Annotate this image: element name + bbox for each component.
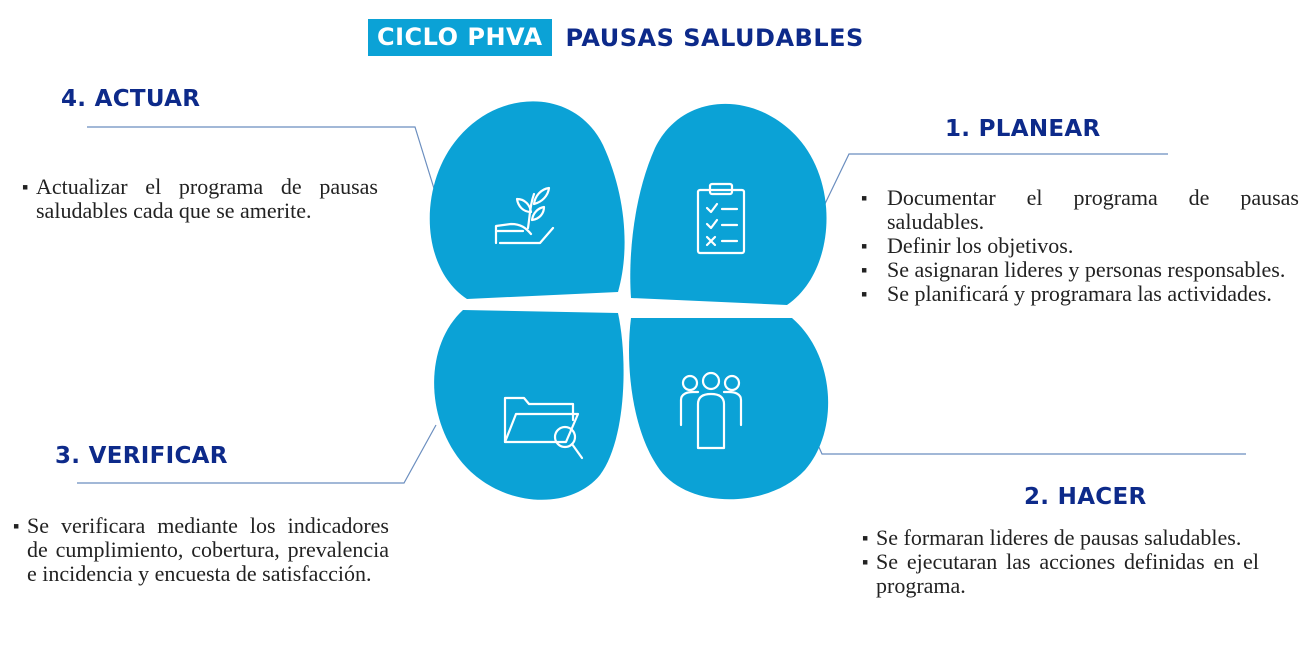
petal-actuar — [429, 101, 625, 300]
heading-hacer: 2. HACER — [1024, 484, 1147, 510]
list-item: Documentar el programa de pausas saludab… — [857, 186, 1299, 234]
list-item: Se planificará y programara las activida… — [857, 282, 1299, 307]
text-actuar: Actualizar el programa de pausas saludab… — [22, 175, 378, 223]
text-planear: Documentar el programa de pausas saludab… — [857, 186, 1299, 307]
connector-planear — [821, 153, 1168, 211]
title-text: PAUSAS SALUDABLES — [565, 23, 864, 52]
petal-hacer — [629, 318, 829, 500]
list-item: Se formaran lideres de pausas saludables… — [862, 526, 1259, 551]
plant-in-hand-icon — [494, 186, 555, 245]
clipboard-checklist-icon — [696, 182, 746, 255]
folder-magnifier-icon — [503, 396, 584, 460]
list-item: Definir los objetivos. — [857, 234, 1299, 259]
heading-verificar: 3. VERIFICAR — [55, 443, 228, 469]
connector-actuar — [87, 126, 437, 196]
title-badge: CICLO PHVA — [368, 19, 552, 56]
text-hacer: Se formaran lideres de pausas saludables… — [862, 526, 1259, 598]
list-item: Se asignaran lideres y personas responsa… — [857, 258, 1299, 283]
connector-hacer — [805, 417, 1246, 455]
heading-planear: 1. PLANEAR — [945, 116, 1101, 142]
list-item: Se verificara mediante los indicadores d… — [13, 514, 389, 586]
petal-planear — [630, 103, 827, 305]
list-item: Se ejecutaran las acciones definidas en … — [862, 550, 1259, 598]
group-people-icon — [679, 371, 743, 450]
heading-actuar: 4. ACTUAR — [61, 86, 201, 112]
text-verificar: Se verificara mediante los indicadores d… — [13, 514, 389, 586]
diagram-title: CICLO PHVA PAUSAS SALUDABLES — [368, 19, 864, 56]
connector-verificar — [77, 424, 437, 484]
list-item: Actualizar el programa de pausas saludab… — [22, 175, 378, 223]
